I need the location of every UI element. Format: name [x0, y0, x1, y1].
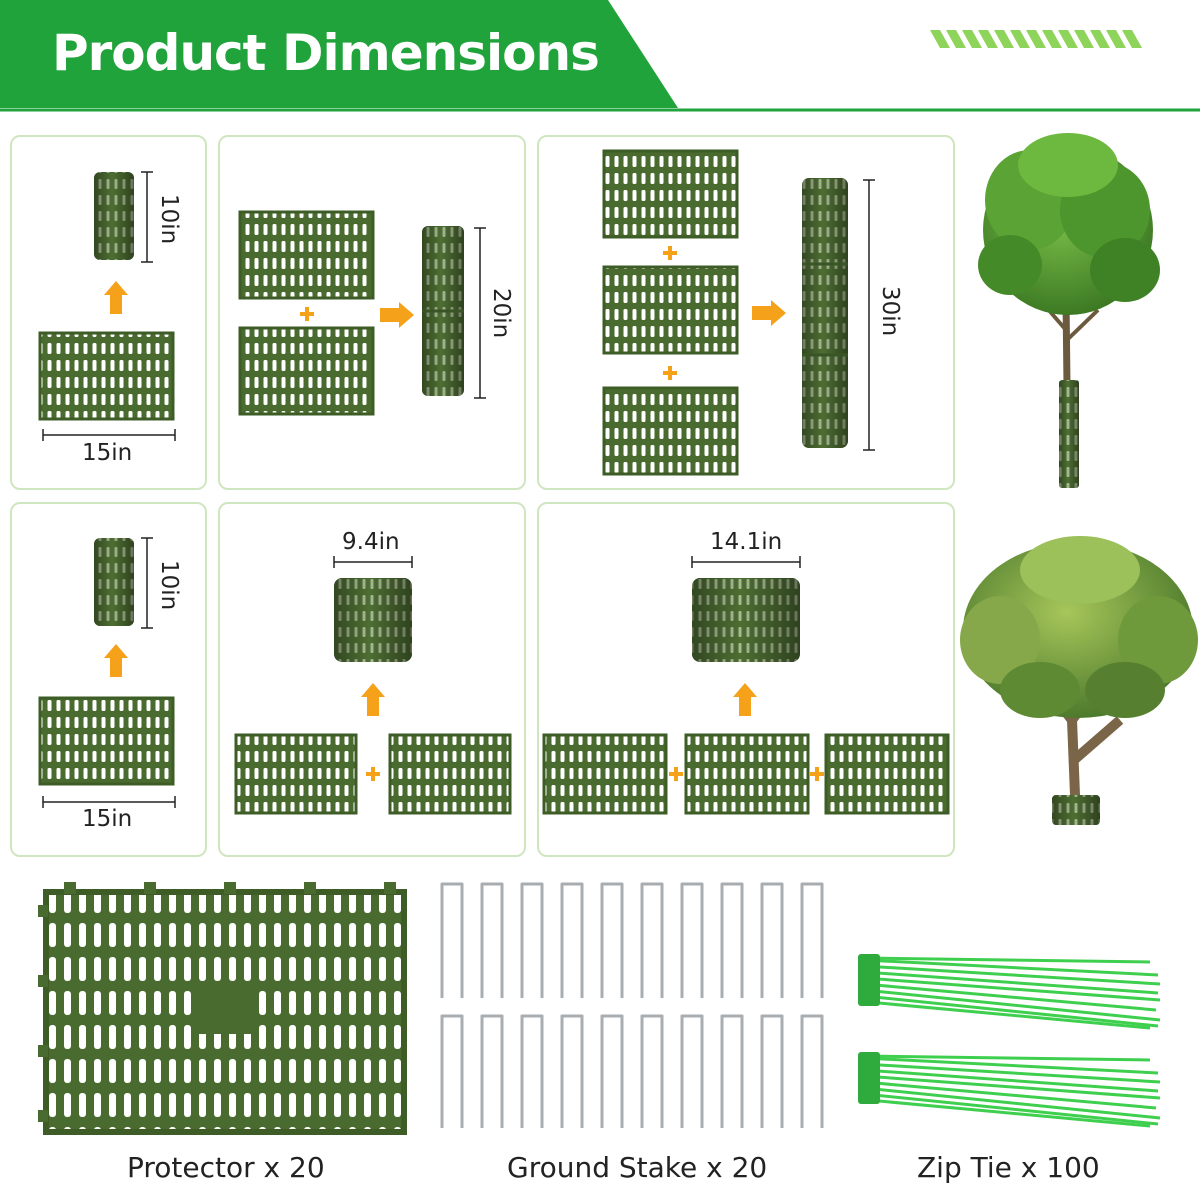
header-banner: Product Dimensions — [0, 0, 1200, 112]
small-panel — [238, 210, 375, 416]
small-tube — [94, 172, 134, 260]
right-arrow-icon — [380, 302, 414, 328]
wide-tube-medium — [334, 578, 412, 662]
width-label-top: 15in — [82, 440, 133, 466]
plus-icon — [300, 307, 314, 321]
large-tube — [802, 178, 848, 448]
right-arrow-icon — [752, 300, 786, 326]
up-arrow-icon — [104, 644, 128, 677]
small-panel — [38, 696, 175, 786]
zip-ties — [863, 956, 1161, 1128]
width-label-bottom: 15in — [82, 806, 133, 832]
small-tube — [94, 538, 134, 626]
small-panel — [234, 733, 512, 815]
ground-stakes — [440, 882, 824, 1128]
dimension-lines — [42, 171, 176, 441]
up-arrow-icon — [104, 281, 128, 314]
page-title: Product Dimensions — [52, 24, 600, 82]
zip-tie-heads — [858, 954, 880, 1104]
small-panel — [542, 733, 950, 815]
plus-icon — [663, 246, 677, 260]
small-panel — [602, 149, 739, 476]
height-label-single-top: 10in — [156, 194, 182, 245]
medium-tube — [422, 226, 464, 396]
header-graphic — [0, 0, 1200, 112]
tree-icon — [960, 536, 1198, 825]
small-panel — [38, 331, 175, 421]
height-label-triple: 30in — [877, 286, 903, 337]
height-label-double: 20in — [488, 288, 514, 339]
protector-panel-large — [38, 882, 407, 1135]
plus-icon — [366, 767, 380, 781]
caption-zip-tie: Zip Tie x 100 — [917, 1151, 1100, 1184]
tree-icon — [978, 133, 1160, 488]
plus-icon — [663, 366, 677, 380]
up-arrow-icon — [733, 683, 757, 716]
diameter-label-double: 9.4in — [342, 529, 400, 555]
plus-icon — [669, 767, 683, 781]
plus-icon — [810, 767, 824, 781]
diameter-label-triple: 14.1in — [710, 529, 783, 555]
height-label-single-bottom: 10in — [156, 560, 182, 611]
caption-protector: Protector x 20 — [127, 1151, 325, 1184]
stripe-decoration-icon — [930, 30, 1142, 48]
panel-double-tall — [218, 135, 526, 490]
up-arrow-icon — [361, 683, 385, 716]
wide-tube-large — [692, 578, 800, 662]
caption-ground-stake: Ground Stake x 20 — [507, 1151, 768, 1184]
